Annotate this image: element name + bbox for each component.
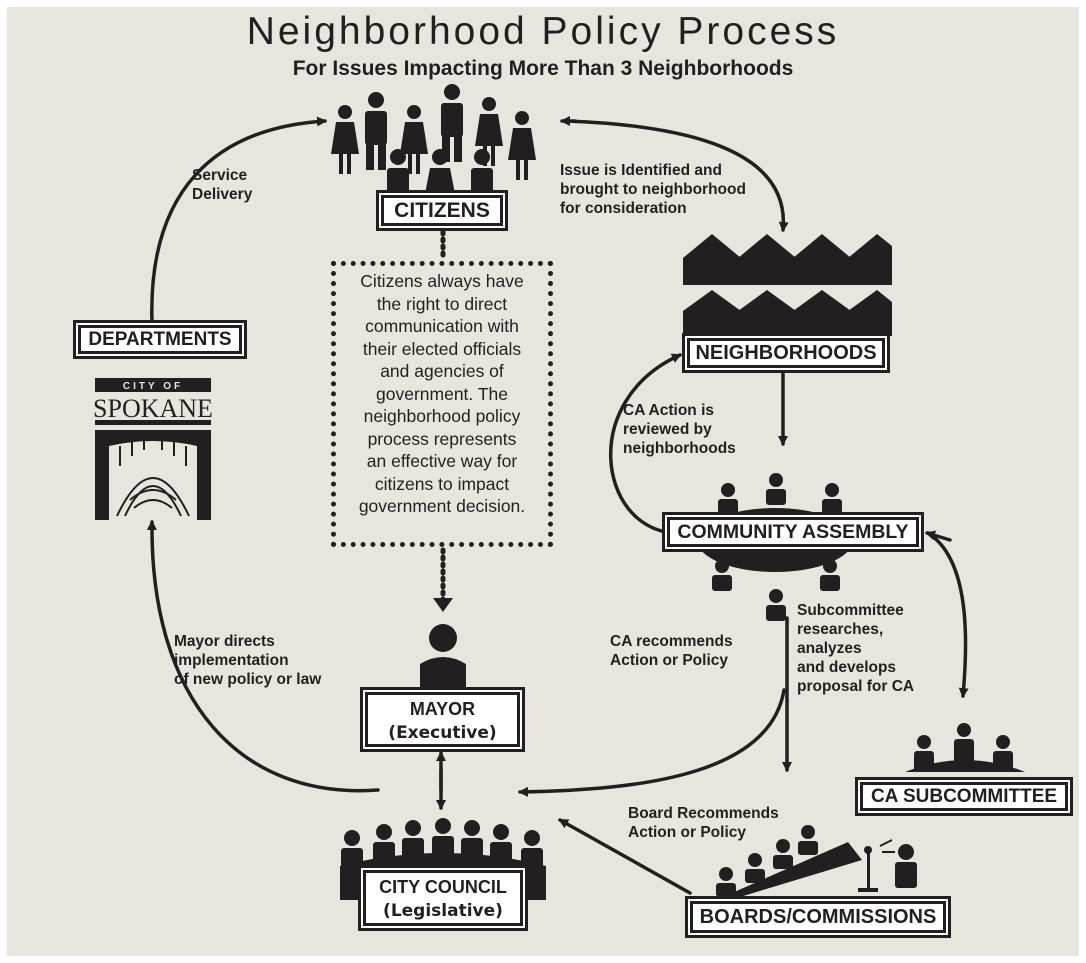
arrow-ca-council [518,688,786,797]
mayor-title: MAYOR [409,699,476,719]
mayor-icon [420,624,466,690]
diagram-title: Neighborhood Policy Process [246,10,840,53]
community-assembly-label: COMMUNITY ASSEMBLY [665,515,921,549]
diagram-subtitle: For Issues Impacting More Than 3 Neighbo… [292,57,794,80]
neighborhoods-label: NEIGHBORHOODS [685,336,887,370]
subcommittee-icon [905,723,1025,772]
city-council-icon [340,818,546,900]
assembly-table-icon [697,473,853,621]
note-ca-recommends: CA recommends Action or Policy [610,633,733,669]
arrow-citizens-neighborhoods [565,119,789,232]
citizens-label: CITIZENS [379,193,505,228]
citizens-rights-note: Citizens always have the right to direct… [331,261,553,547]
neighborhood-houses-icon [683,234,892,336]
arrow-ca-review [609,353,682,535]
citizens-crowd-icon [331,84,536,194]
arrow-ca-subcommittee [926,531,969,698]
boards-commissions-label: BOARDS/COMMISSIONS [688,899,948,935]
note-issue-identified: Issue is Identified and brought to neigh… [560,162,746,217]
city-council-label: CITY COUNCIL (Legislative) [361,868,525,928]
note-ca-action-reviewed: CA Action is reviewed by neighborhoods [623,402,736,457]
city-council-role: (Legislative) [383,901,503,921]
departments-label: DEPARTMENTS [76,323,244,356]
note-mayor-directs: Mayor directs implementation of new poli… [174,633,322,688]
arrow-mayor-directs [146,520,380,793]
logo-top-text: CITY OF [123,381,183,392]
city-council-title: CITY COUNCIL [379,877,507,897]
note-board-recommends: Board Recommends Action or Policy [628,805,779,841]
arrow-boards-council [558,818,692,895]
mayor-label: MAYOR (Executive) [363,690,522,749]
spokane-logo-icon: CITY OF SPOKANE [93,378,213,520]
mayor-role: (Executive) [388,723,497,743]
arrow-service-delivery [150,116,327,324]
note-service-delivery: Service Delivery [192,167,253,203]
note-subcommittee: Subcommittee researches, analyzes and de… [797,602,915,695]
ca-subcommittee-label: CA SUBCOMMITTEE [858,780,1070,813]
logo-name-text: SPOKANE [93,394,213,423]
boards-commissions-icon [716,825,917,900]
